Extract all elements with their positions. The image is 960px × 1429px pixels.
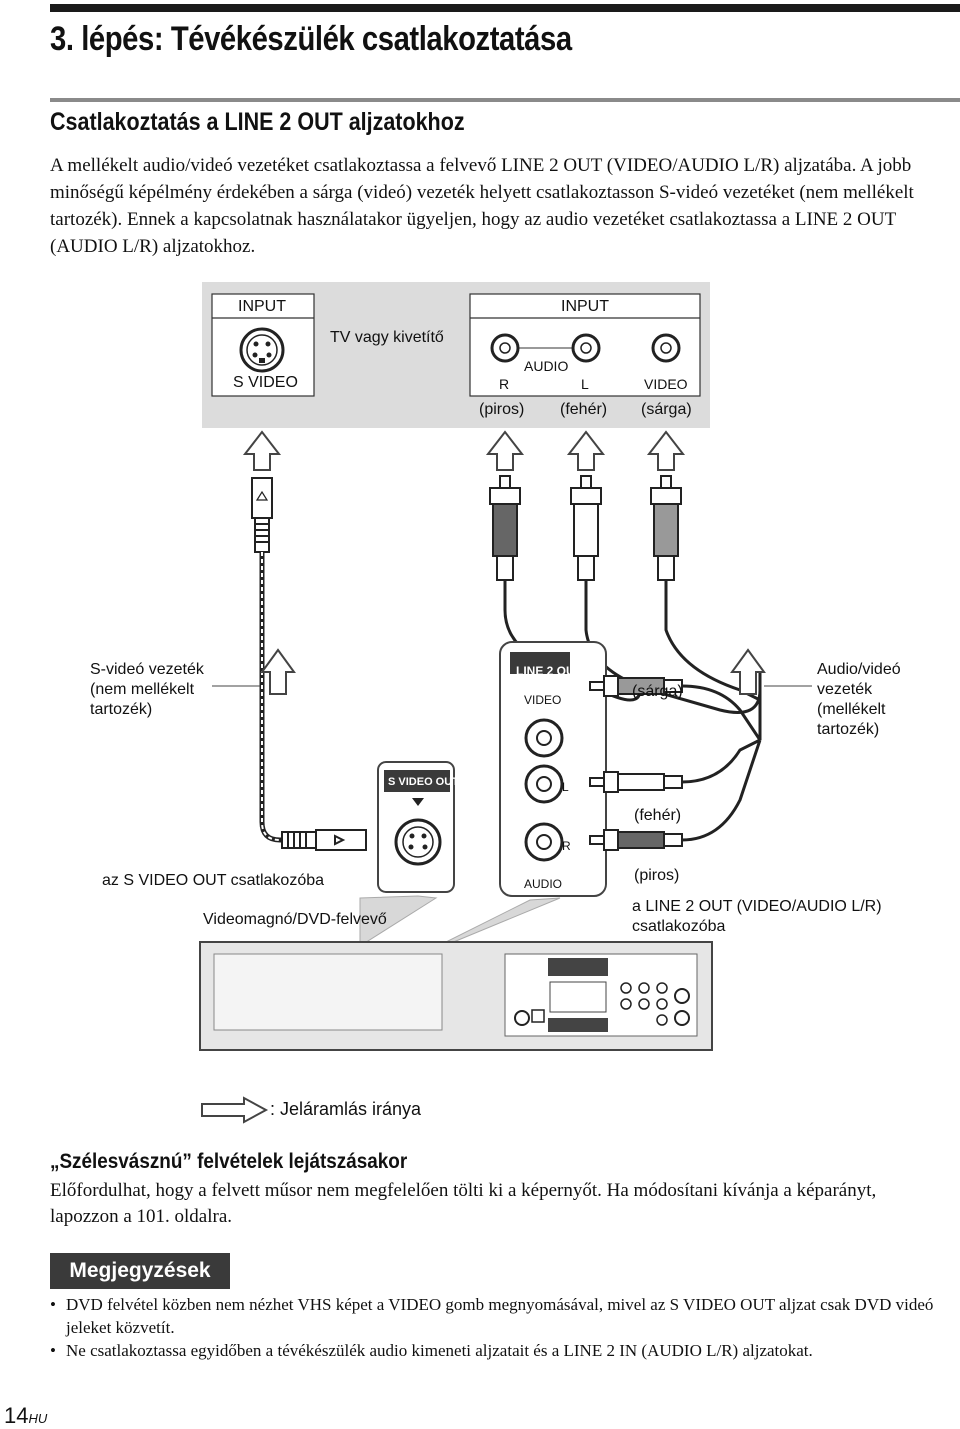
connection-diagram-art <box>199 282 812 1051</box>
widescreen-title: „Szélesvásznú” felvételek lejátszásakor <box>50 1150 408 1173</box>
notes-badge: Megjegyzések <box>50 1253 230 1289</box>
tv-r-label: R <box>499 376 510 392</box>
legend-text: : Jeláramlás iránya <box>270 1099 422 1119</box>
list-item: Ne csatlakoztassa egyidőben a tévékészül… <box>50 1339 955 1362</box>
svideo-plug-top-icon <box>251 477 273 553</box>
yellow-plug-label: (sárga) <box>632 683 683 700</box>
tv-video-label: VIDEO <box>644 376 688 392</box>
line2out-video-label: VIDEO <box>524 693 562 707</box>
to-svideo-out-label: az S VIDEO OUT csatlakozóba <box>102 872 325 889</box>
tv-red-label: (piros) <box>479 401 525 418</box>
recorder-rear-panel <box>199 941 713 1051</box>
red-plug-label: (piros) <box>634 867 680 884</box>
tv-device-label: TV vagy kivetítő <box>330 329 444 346</box>
page-number-value: 14 <box>4 1403 29 1428</box>
list-item: DVD felvétel közben nem nézhet VHS képet… <box>50 1293 955 1339</box>
page-number-suffix: HU <box>28 1411 48 1426</box>
white-plug-label: (fehér) <box>634 807 682 824</box>
svideo-out-jack-icon <box>394 818 442 866</box>
top-rule <box>50 4 960 12</box>
svideo-plug-side-icon <box>281 829 367 851</box>
signal-flow-arrow-icon <box>201 1096 269 1124</box>
page-number: 14HU <box>4 1403 47 1429</box>
signal-arrow-up-icon <box>242 430 686 471</box>
line2out-title: LINE 2 OUT <box>516 664 583 678</box>
signal-flow-legend <box>200 1096 270 1131</box>
signal-arrow-left-icon <box>260 648 296 695</box>
signal-arrow-right-icon <box>730 648 766 695</box>
widescreen-body: Előfordulhat, hogy a felvett műsor nem m… <box>50 1180 877 1227</box>
tv-input-right-label: INPUT <box>561 298 609 315</box>
tv-svideo-label: S VIDEO <box>233 374 298 391</box>
av-cable-label: Audio/videó vezeték (mellékelt tartozék) <box>817 661 901 738</box>
tv-white-label: (fehér) <box>560 401 608 418</box>
tv-yellow-label: (sárga) <box>641 401 692 418</box>
section-rule <box>50 98 960 102</box>
intro-paragraph: A mellékelt audio/videó vezetéket csatla… <box>50 155 914 257</box>
recorder-label: Videomagnó/DVD-felvevő <box>203 911 387 928</box>
tv-input-left-label: INPUT <box>238 298 286 315</box>
line2out-audio-label: AUDIO <box>524 877 563 891</box>
notes-list: DVD felvétel közben nem nézhet VHS képet… <box>50 1293 955 1362</box>
svideo-out-title: S VIDEO OUT <box>388 776 459 788</box>
tv-audio-label: AUDIO <box>524 358 569 374</box>
connection-diagram: INPUT S VIDEO TV vagy kivetítő INPUT AUD… <box>0 270 960 1090</box>
rca-plugs-top-icon <box>489 475 682 581</box>
tv-l-label: L <box>581 376 589 392</box>
svideo-cable-label: S-videó vezeték (nem mellékelt tartozék) <box>90 661 204 718</box>
rca-plugs-side-icon <box>589 675 683 851</box>
tv-svideo-jack-icon <box>239 327 285 373</box>
section-title: Csatlakoztatás a LINE 2 OUT aljzatokhoz <box>50 108 465 136</box>
page-title: 3. lépés: Tévékészülék csatlakoztatása <box>50 20 572 58</box>
to-line2out-label: a LINE 2 OUT (VIDEO/AUDIO L/R) csatlakoz… <box>632 898 882 935</box>
line2out-r-label: R <box>562 839 571 853</box>
line2out-l-label: L <box>562 780 569 794</box>
